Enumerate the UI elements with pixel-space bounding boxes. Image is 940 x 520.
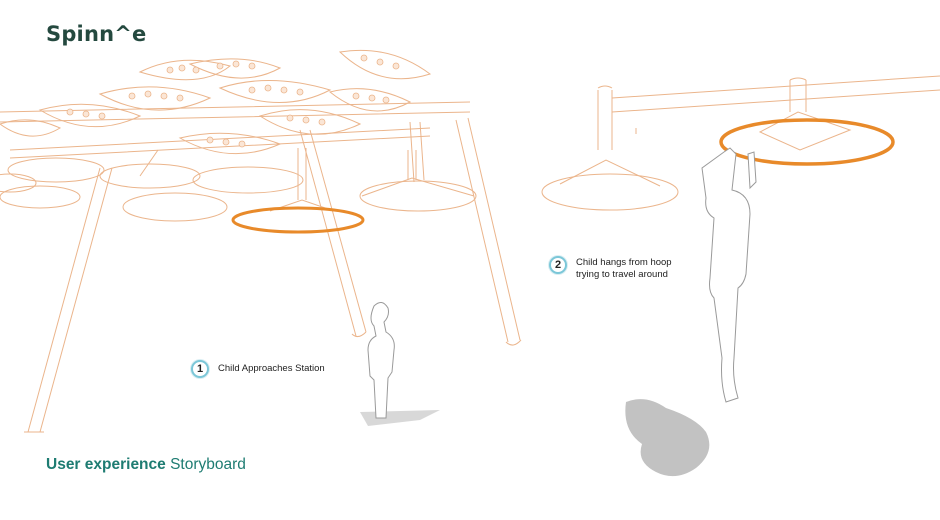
play-structure-left [0, 49, 522, 433]
hoop-highlight-1 [231, 206, 365, 234]
hoop-highlight-2 [719, 118, 895, 166]
child-standing [360, 302, 440, 426]
brand-title: Spinn^e [46, 22, 147, 46]
step-caption: Child hangs from hoop trying to travel a… [576, 257, 672, 281]
step-caption-line: trying to travel around [576, 269, 668, 280]
footer-bold: User experience [46, 456, 166, 473]
footer-rest: Storyboard [170, 456, 246, 473]
background-hoops [0, 149, 477, 222]
step-number-badge: 1 [191, 360, 209, 378]
step-2: 2 Child hangs from hoop trying to travel… [549, 256, 672, 281]
child-hanging [625, 147, 757, 477]
step-caption: Child Approaches Station [218, 363, 325, 375]
canopy-leaves [0, 49, 432, 155]
step-1: 1 Child Approaches Station [191, 360, 325, 378]
step-number-badge: 2 [549, 256, 567, 274]
step-caption-line: Child hangs from hoop [576, 257, 672, 268]
storyboard-footer: User experience Storyboard [46, 456, 246, 474]
play-structure-right [541, 75, 940, 211]
step-caption-line: Child Approaches Station [218, 363, 325, 374]
